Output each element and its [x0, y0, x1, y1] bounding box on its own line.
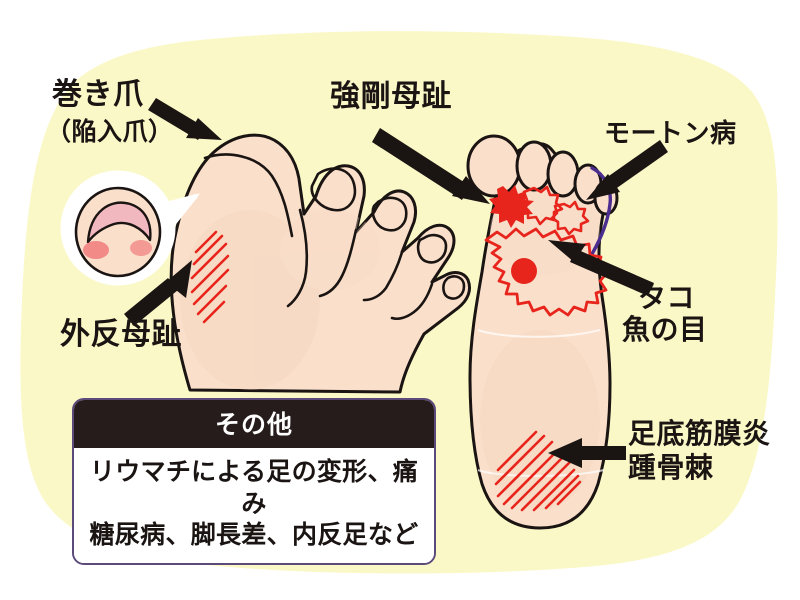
plantar-fasciitis-hatching	[494, 430, 582, 512]
left-foot-dorsal	[169, 133, 472, 394]
arrow-ingrown-nail	[148, 98, 222, 140]
right-foot-plantar	[466, 134, 619, 530]
label-morton-disease: モートン病	[604, 119, 737, 149]
morton-neuroma-marker	[590, 166, 612, 256]
arrow-plantar-fasciitis	[548, 438, 626, 468]
label-hallux-rigidus: 強剛母趾	[330, 79, 452, 114]
arch-line	[477, 329, 601, 338]
label-ingrown-nail: 巻き爪	[52, 77, 144, 112]
left-foot-toe-outlines	[203, 153, 434, 321]
label-callus: タコ	[638, 281, 696, 314]
arrow-morton	[586, 140, 668, 200]
label-heel-spur: 踵骨棘	[628, 451, 714, 484]
hallux-valgus-hatching	[190, 230, 230, 324]
arrows	[124, 98, 668, 468]
other-card-body: リウマチによる足の変形、痛み 糖尿病、脚長差、内反足など	[74, 448, 434, 563]
hallux-rigidus-marker	[489, 185, 534, 228]
arrow-hallux-valgus	[124, 260, 192, 326]
arrow-hallux-rigidus	[372, 128, 490, 204]
heel-line	[477, 469, 605, 477]
callus-corn-marker	[484, 227, 609, 317]
other-conditions-card: その他 リウマチによる足の変形、痛み 糖尿病、脚長差、内反足など	[72, 398, 436, 565]
label-plantar-fasciitis: 足底筋膜炎	[628, 417, 771, 450]
left-foot-toenails	[310, 167, 466, 300]
label-corn: 魚の目	[622, 313, 708, 346]
ingrown-nail-inset	[60, 170, 201, 286]
other-card-line-1: リウマチによる足の変形、痛み	[89, 457, 419, 518]
label-ingrown-nail-sub: （陥入爪）	[46, 117, 174, 146]
other-card-header: その他	[74, 400, 434, 448]
toe-callus-markers	[519, 185, 590, 236]
other-card-line-2: 糖尿病、脚長差、内反足など	[89, 520, 419, 549]
label-hallux-valgus: 外反母趾	[60, 317, 182, 352]
arrow-callus	[548, 240, 654, 296]
